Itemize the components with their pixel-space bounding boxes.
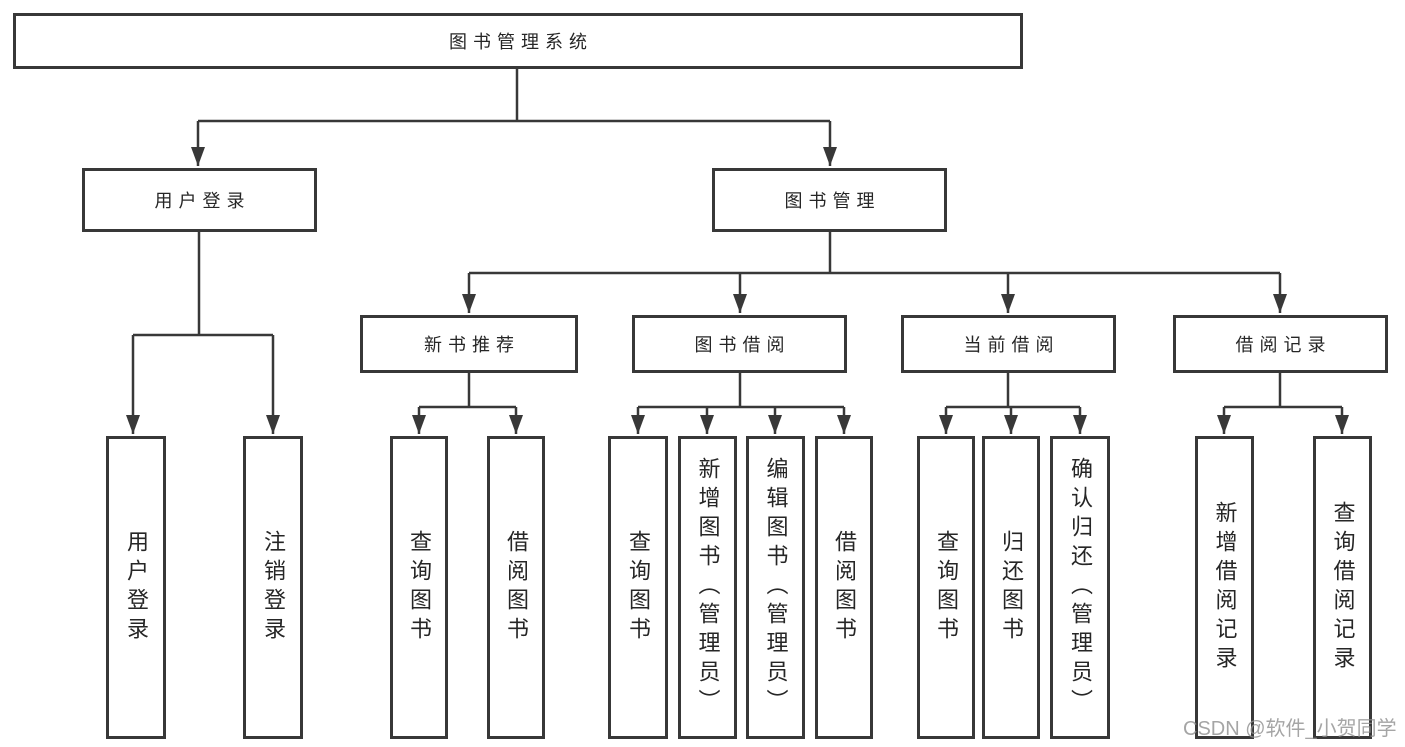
- leaf-label: 归还图书: [999, 529, 1024, 646]
- leaf-label: 编辑图书（管理员）: [763, 457, 789, 718]
- leaf-edit-book-admin: 编辑图书（管理员）: [746, 436, 805, 739]
- node-book-borrowing: 图书借阅: [632, 315, 847, 373]
- node-root-system: 图书管理系统: [13, 13, 1023, 69]
- leaf-query-books-recommend: 查询图书: [390, 436, 448, 739]
- leaf-logout: 注销登录: [243, 436, 303, 739]
- leaf-borrow-books-borrowing: 借阅图书: [815, 436, 873, 739]
- leaf-query-borrow-record: 查询借阅记录: [1313, 436, 1372, 739]
- node-book-management: 图书管理: [712, 168, 947, 232]
- leaf-label: 查询图书: [626, 529, 651, 646]
- leaf-label: 新增图书（管理员）: [695, 457, 721, 718]
- leaf-add-book-admin: 新增图书（管理员）: [678, 436, 737, 739]
- node-new-book-recommendation: 新书推荐: [360, 315, 578, 373]
- leaf-label: 确认归还（管理员）: [1068, 457, 1093, 718]
- leaf-label: 借阅图书: [504, 529, 529, 646]
- leaf-label: 借阅图书: [832, 529, 857, 646]
- leaf-query-books-borrowing: 查询图书: [608, 436, 668, 739]
- node-current-borrowing: 当前借阅: [901, 315, 1116, 373]
- leaf-label: 查询图书: [407, 529, 432, 646]
- leaf-add-borrow-record: 新增借阅记录: [1195, 436, 1254, 739]
- leaf-borrow-books-recommend: 借阅图书: [487, 436, 545, 739]
- leaf-confirm-return-admin: 确认归还（管理员）: [1050, 436, 1110, 739]
- leaf-label: 查询图书: [934, 529, 959, 646]
- leaf-label: 新增借阅记录: [1212, 500, 1238, 675]
- leaf-label: 用户登录: [124, 529, 149, 646]
- node-borrowing-records: 借阅记录: [1173, 315, 1388, 373]
- csdn-watermark: CSDN @软件_小贺同学: [1183, 718, 1397, 740]
- leaf-query-books-current: 查询图书: [917, 436, 975, 739]
- leaf-label: 查询借阅记录: [1330, 500, 1356, 675]
- leaf-label: 注销登录: [261, 529, 286, 646]
- leaf-return-books: 归还图书: [982, 436, 1040, 739]
- leaf-user-login: 用户登录: [106, 436, 166, 739]
- node-user-login: 用户登录: [82, 168, 317, 232]
